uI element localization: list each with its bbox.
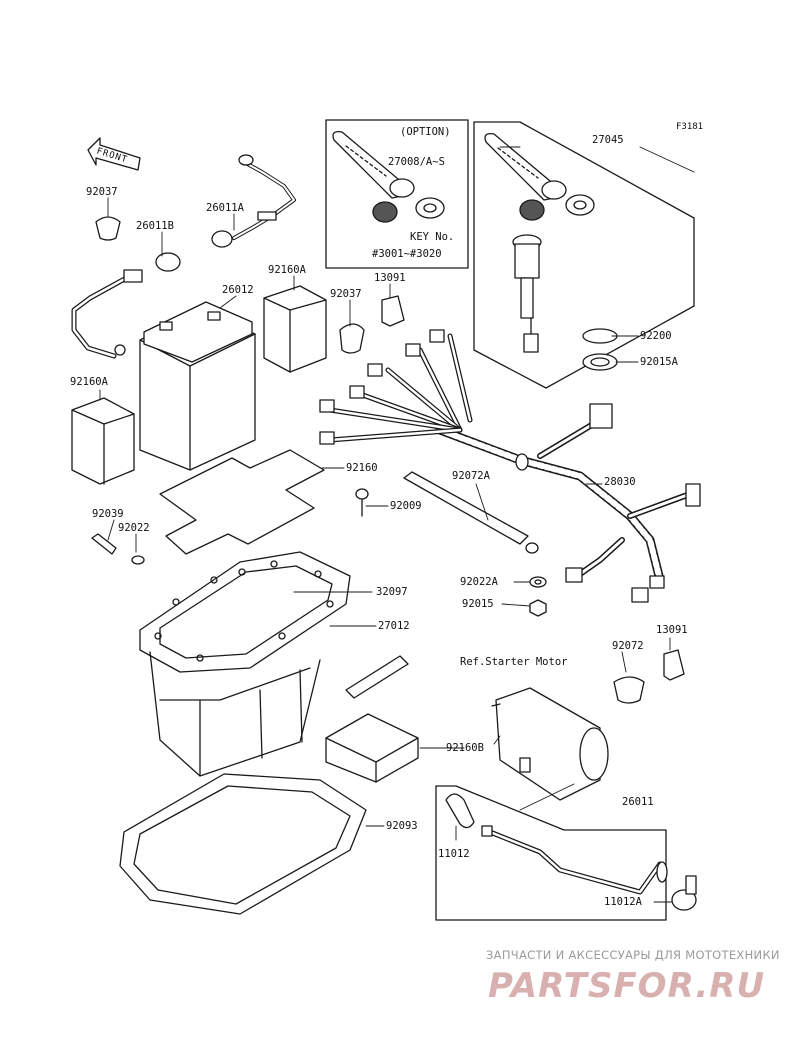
fuse-13091-right xyxy=(663,649,685,681)
label-92160a-left: 92160A xyxy=(70,376,108,388)
bolt-92009 xyxy=(355,488,369,517)
front-arrow-icon xyxy=(87,137,141,171)
watermark-tagline: ЗАПЧАСТИ И АКСЕССУАРЫ ДЛЯ МОТОТЕХНИКИ xyxy=(486,948,780,962)
wiring-harness xyxy=(319,329,701,603)
cable-terminal-icon xyxy=(211,154,277,248)
starter-motor-icon xyxy=(491,687,609,801)
label-28030: 28030 xyxy=(604,476,636,488)
ignition-box-frame xyxy=(473,121,695,389)
ignition-switch-icon xyxy=(512,234,542,353)
label-92037-top: 92037 xyxy=(86,186,118,198)
mat-92160 xyxy=(159,449,325,555)
option-key-icon xyxy=(332,131,445,223)
label-11012a: 11012A xyxy=(604,896,642,908)
cable-terminal-b-icon xyxy=(114,252,181,356)
terminal-cover-11012 xyxy=(445,793,475,829)
nut-92015 xyxy=(529,599,547,617)
cable-26011b xyxy=(71,273,133,359)
option-title: (OPTION) xyxy=(400,126,451,138)
option-part-label: 27008/A~S xyxy=(388,156,445,168)
band-92037-mid xyxy=(339,323,365,354)
label-92200: 92200 xyxy=(640,330,672,342)
label-92015a: 92015A xyxy=(640,356,678,368)
fuse-13091-top xyxy=(381,295,405,327)
label-92022: 92022 xyxy=(118,522,150,534)
label-26011a: 26011A xyxy=(206,202,244,214)
label-92037-mid: 92037 xyxy=(330,288,362,300)
band-92072 xyxy=(613,676,645,704)
label-27012: 27012 xyxy=(378,620,410,632)
label-92160: 92160 xyxy=(346,462,378,474)
pad-92160b xyxy=(325,713,419,783)
nut-icon xyxy=(582,353,618,371)
label-92015: 92015 xyxy=(462,598,494,610)
battery-icon xyxy=(139,301,256,471)
terminal-cover-11012a xyxy=(671,875,697,911)
label-11012: 11012 xyxy=(438,848,470,860)
leader-lines xyxy=(99,146,695,903)
bracket-27012 xyxy=(345,655,409,699)
diagram-code: F3181 xyxy=(676,122,704,132)
label-26011b: 26011B xyxy=(136,220,174,232)
bolt-92039 xyxy=(91,533,117,555)
cable-92072a xyxy=(403,471,539,554)
washer-92022a xyxy=(529,576,547,588)
label-13091-right: 13091 xyxy=(656,624,688,636)
washer-92022 xyxy=(131,555,145,565)
label-92160a-top: 92160A xyxy=(268,264,306,276)
cable-26011-frame xyxy=(435,785,667,921)
key-range-label: #3001~#3020 xyxy=(372,248,442,260)
cover-92093 xyxy=(119,773,367,915)
band-92037-top xyxy=(95,216,121,241)
battery-case-32097 xyxy=(139,551,351,777)
label-27045: 27045 xyxy=(592,134,624,146)
label-26012: 26012 xyxy=(222,284,254,296)
watermark-logo: PARTSFOR.RU xyxy=(488,966,766,1006)
label-92072a: 92072A xyxy=(452,470,490,482)
pad-92160a-top xyxy=(263,285,327,373)
label-32097: 32097 xyxy=(376,586,408,598)
cable-26011 xyxy=(481,825,668,895)
label-92093: 92093 xyxy=(386,820,418,832)
label-26011: 26011 xyxy=(622,796,654,808)
ignition-key-icon xyxy=(484,133,595,221)
label-92160b: 92160B xyxy=(446,742,484,754)
option-box-frame xyxy=(325,119,469,269)
label-92009: 92009 xyxy=(390,500,422,512)
label-13091-top: 13091 xyxy=(374,272,406,284)
label-ref-starter-motor: Ref.Starter Motor xyxy=(460,656,568,668)
pad-92160a-left xyxy=(71,397,135,485)
label-92039: 92039 xyxy=(92,508,124,520)
label-92072: 92072 xyxy=(612,640,644,652)
key-no-label: KEY No. xyxy=(410,231,455,243)
label-92022a: 92022A xyxy=(460,576,498,588)
